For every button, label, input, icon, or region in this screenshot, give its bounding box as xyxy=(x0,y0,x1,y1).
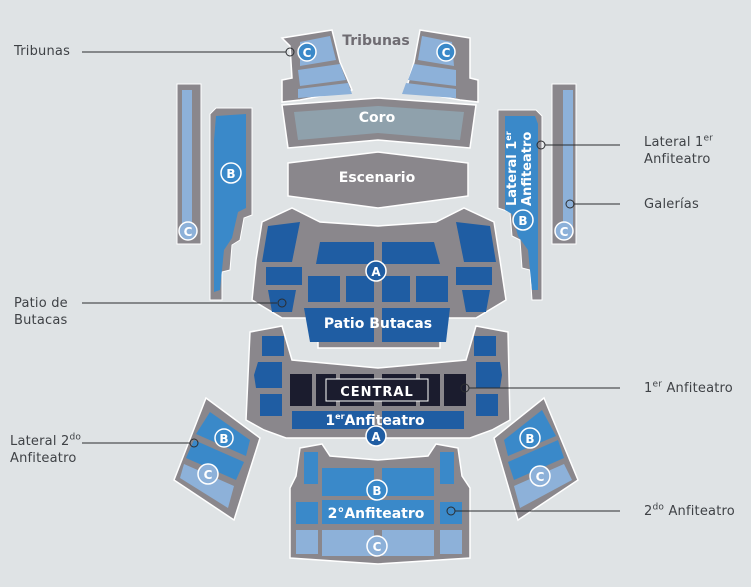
badge-b-lat2-right xyxy=(519,427,541,449)
escenario-stage xyxy=(287,151,469,209)
badge-letter: B xyxy=(518,214,527,228)
coro-section[interactable] xyxy=(281,97,477,149)
callout-2do-anfiteatro: 2do Anfiteatro xyxy=(644,502,735,519)
svg-text:Anfiteatro: Anfiteatro xyxy=(520,132,535,206)
badge-letter: B xyxy=(372,484,381,498)
badge-letter: C xyxy=(442,46,451,60)
lateral-1er-vertical-label: Lateral 1er Anfiteatro xyxy=(504,131,535,206)
central-label: CENTRAL xyxy=(340,385,414,400)
callout-patio-butacas: Patio de Butacas xyxy=(14,296,68,328)
callout-1er-anfiteatro: 1er Anfiteatro xyxy=(644,379,733,396)
callout-lateral-1er-anfiteatro: Lateral 1er Anfiteatro xyxy=(644,133,714,167)
badge-b-lateral-right xyxy=(512,209,534,231)
callout-lines xyxy=(82,47,620,516)
galeria-right[interactable] xyxy=(551,83,577,245)
callout-tribunas: Tribunas xyxy=(14,44,71,59)
badge-b-lat2-left xyxy=(214,428,234,448)
coro-label: Coro xyxy=(359,110,396,126)
callout-galerias: Galerías xyxy=(644,197,699,212)
patio-butacas-label: Patio Butacas xyxy=(324,316,432,332)
badge-c-tribuna-right xyxy=(436,42,456,62)
badge-letter: C xyxy=(373,540,382,554)
segundo-anfiteatro-section[interactable] xyxy=(289,443,471,565)
callout-lateral-2do-anfiteatro: Lateral 2do Anfiteatro xyxy=(10,432,82,466)
tribuna-right[interactable] xyxy=(402,29,479,103)
central-zone[interactable] xyxy=(290,374,466,406)
svg-text:Lateral 1er: Lateral 1er xyxy=(504,131,520,206)
badge-letter: C xyxy=(184,225,193,239)
badge-letter: C xyxy=(536,470,545,484)
badge-b-2do xyxy=(366,479,388,501)
badge-letter: C xyxy=(560,225,569,239)
badge-a-anfiteatro xyxy=(365,425,387,447)
badge-letter: A xyxy=(371,430,381,444)
lateral-1er-right[interactable] xyxy=(497,109,543,301)
badge-c-galeria-left xyxy=(178,221,198,241)
primer-anfiteatro-label: 1erAnfiteatro xyxy=(325,412,425,429)
badge-c-lat2-right xyxy=(529,465,551,487)
badge-c-galeria-right xyxy=(554,221,574,241)
badge-c-2do xyxy=(366,535,388,557)
badge-letter: B xyxy=(226,167,235,181)
badge-a-patio xyxy=(365,260,387,282)
badge-letter: B xyxy=(525,432,534,446)
badge-c-tribuna-left xyxy=(297,42,317,62)
badge-c-lat2-left xyxy=(197,463,219,485)
badge-letter: B xyxy=(219,432,228,446)
tribunas-title: Tribunas xyxy=(342,33,409,49)
escenario-label: Escenario xyxy=(339,170,416,186)
badge-b-lateral-left xyxy=(220,162,242,184)
lateral-1er-left[interactable] xyxy=(209,107,253,301)
segundo-anfiteatro-label: 2°Anfiteatro xyxy=(328,506,425,522)
galeria-left[interactable] xyxy=(176,83,202,245)
badge-letter: A xyxy=(371,265,381,279)
primer-anfiteatro-section[interactable] xyxy=(245,325,511,439)
badge-letter: C xyxy=(204,468,213,482)
badge-letter: C xyxy=(303,46,312,60)
